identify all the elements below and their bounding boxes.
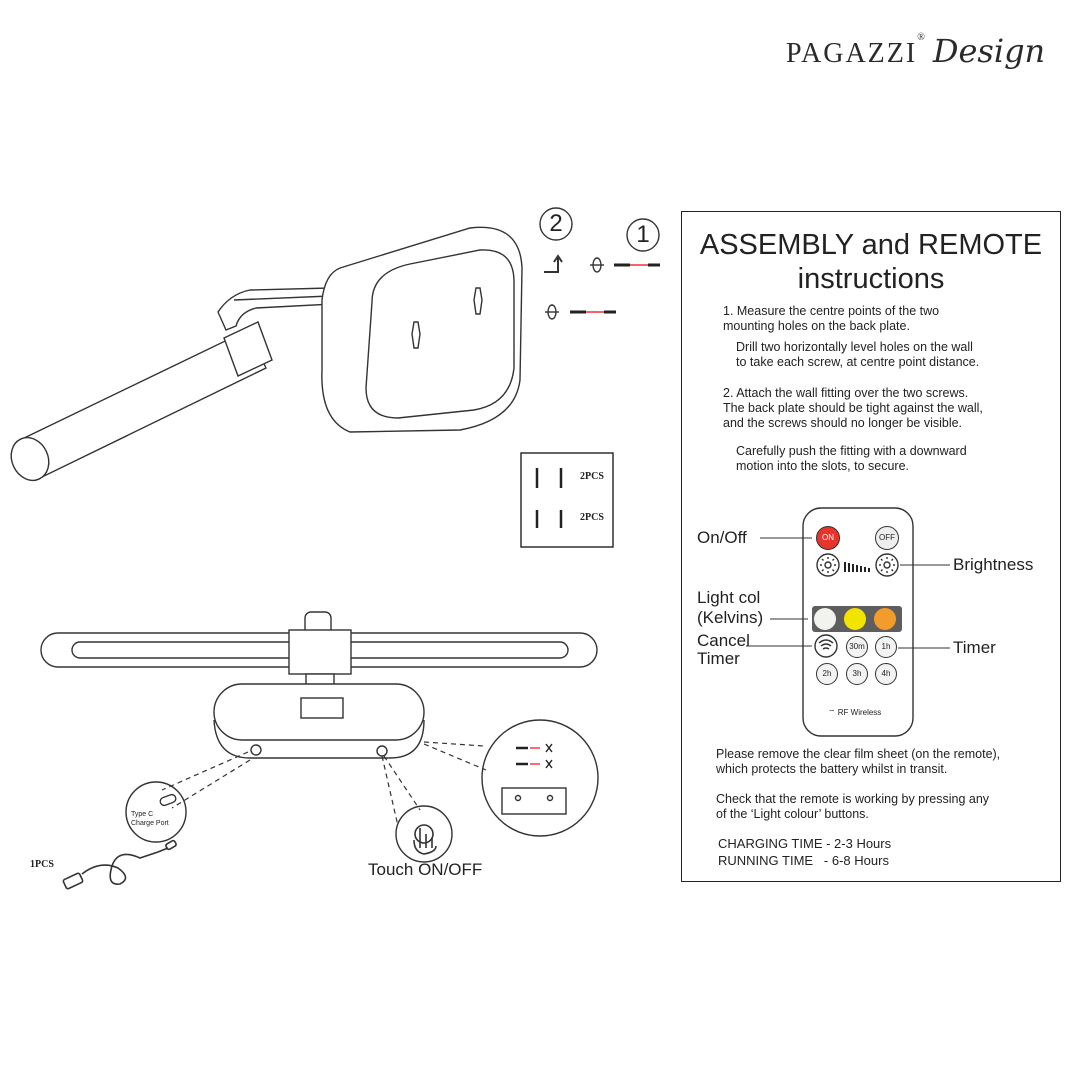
- step1b-text: Drill two horizontally level holes on th…: [736, 340, 980, 369]
- usb-cable-icon: [62, 839, 177, 890]
- port-zoom-circle: [125, 781, 187, 843]
- panel-title: ASSEMBLY and REMOTE instructions: [681, 228, 1061, 296]
- step-2-number: 2: [549, 210, 563, 237]
- parts-kit-box: [520, 452, 614, 548]
- check-remote-text: Check that the remote is working by pres…: [716, 792, 990, 821]
- rf-wireless-text: RF Wireless: [837, 708, 882, 717]
- lamp-perspective: [10, 226, 523, 482]
- brightness-down-icon[interactable]: [816, 553, 840, 577]
- rf-wireless-label: ⌔ RF Wireless: [828, 708, 881, 718]
- step-1-circle: [626, 218, 660, 252]
- touch-button[interactable]: [376, 745, 388, 757]
- cancel-line1: Cancel: [697, 631, 750, 650]
- timer-30m-button[interactable]: 30m: [846, 636, 868, 658]
- lamp-front-view: [40, 611, 598, 759]
- brightness-scale: [844, 562, 870, 572]
- instructions-panel: [681, 211, 1061, 882]
- timer-1h-button[interactable]: 1h: [875, 636, 897, 658]
- timer-2h-button[interactable]: 2h: [816, 663, 838, 685]
- on-button[interactable]: ON: [816, 526, 840, 550]
- screw-icon: [535, 510, 563, 528]
- cancel-timer-label: Cancel Timer: [697, 632, 750, 668]
- wall-plate: [501, 787, 567, 815]
- step2b-text: Carefully push the fitting with a downwa…: [736, 444, 967, 473]
- port-label-line1: Type C: [131, 811, 154, 818]
- light-colour-label: Light col (Kelvins): [697, 588, 763, 628]
- screw-anchor-icon: [590, 257, 660, 273]
- brand-logo: PAGAZZI® Design: [786, 32, 1045, 70]
- screw-anchor-icon: [545, 304, 616, 320]
- port-label-line2: Charge Port: [131, 820, 169, 827]
- cancel-line2: Timer: [697, 649, 740, 668]
- timer-3h-button[interactable]: 3h: [846, 663, 868, 685]
- wifi-icon: ⌔: [828, 708, 838, 717]
- remove-film-text: Please remove the clear film sheet (on t…: [716, 747, 1001, 776]
- brand-name: PAGAZZI: [786, 38, 918, 69]
- mount-zoom-circle: [481, 719, 599, 837]
- running-time: RUNNING TIME - 6-8 Hours: [718, 853, 889, 868]
- screws-qty: 2PCS: [580, 512, 604, 523]
- step2-text: 2. Attach the wall fitting over the two …: [723, 386, 983, 430]
- brightness-label: Brightness: [953, 555, 1034, 574]
- charging-time: CHARGING TIME - 2-3 Hours: [718, 836, 892, 851]
- cancel-timer-button[interactable]: [814, 634, 838, 658]
- step-1-number: 1: [636, 221, 650, 248]
- light-col-line1: Light col: [697, 588, 761, 607]
- screw-pair-icon: [516, 743, 553, 769]
- amber-light-button[interactable]: [874, 608, 896, 630]
- down-right-arrow-icon: [544, 258, 559, 273]
- touch-label: Touch ON/OFF: [368, 860, 483, 879]
- touch-finger-icon: [413, 824, 437, 855]
- light-col-line2: (Kelvins): [697, 608, 764, 627]
- white-light-button[interactable]: [814, 608, 836, 630]
- off-button[interactable]: OFF: [875, 526, 899, 550]
- panel-title-line1: ASSEMBLY and REMOTE: [699, 229, 1043, 261]
- panel-title-line2: instructions: [797, 263, 945, 295]
- timer-label: Timer: [953, 638, 996, 657]
- brightness-up-icon[interactable]: [875, 553, 899, 577]
- anchor-icon: [535, 468, 563, 488]
- charge-port: [250, 744, 262, 756]
- brand-script: Design: [932, 32, 1046, 70]
- brand-mark: ®: [917, 32, 927, 43]
- cable-qty: 1PCS: [30, 859, 54, 870]
- touch-zoom-circle: [395, 805, 453, 863]
- timer-4h-button[interactable]: 4h: [875, 663, 897, 685]
- warm-light-button[interactable]: [844, 608, 866, 630]
- port-label: Type C Charge Port: [131, 810, 169, 828]
- step1-text: 1. Measure the centre points of the two …: [723, 304, 940, 333]
- on-off-label: On/Off: [697, 528, 747, 547]
- step-2-circle: [539, 207, 573, 241]
- anchors-qty: 2PCS: [580, 471, 604, 482]
